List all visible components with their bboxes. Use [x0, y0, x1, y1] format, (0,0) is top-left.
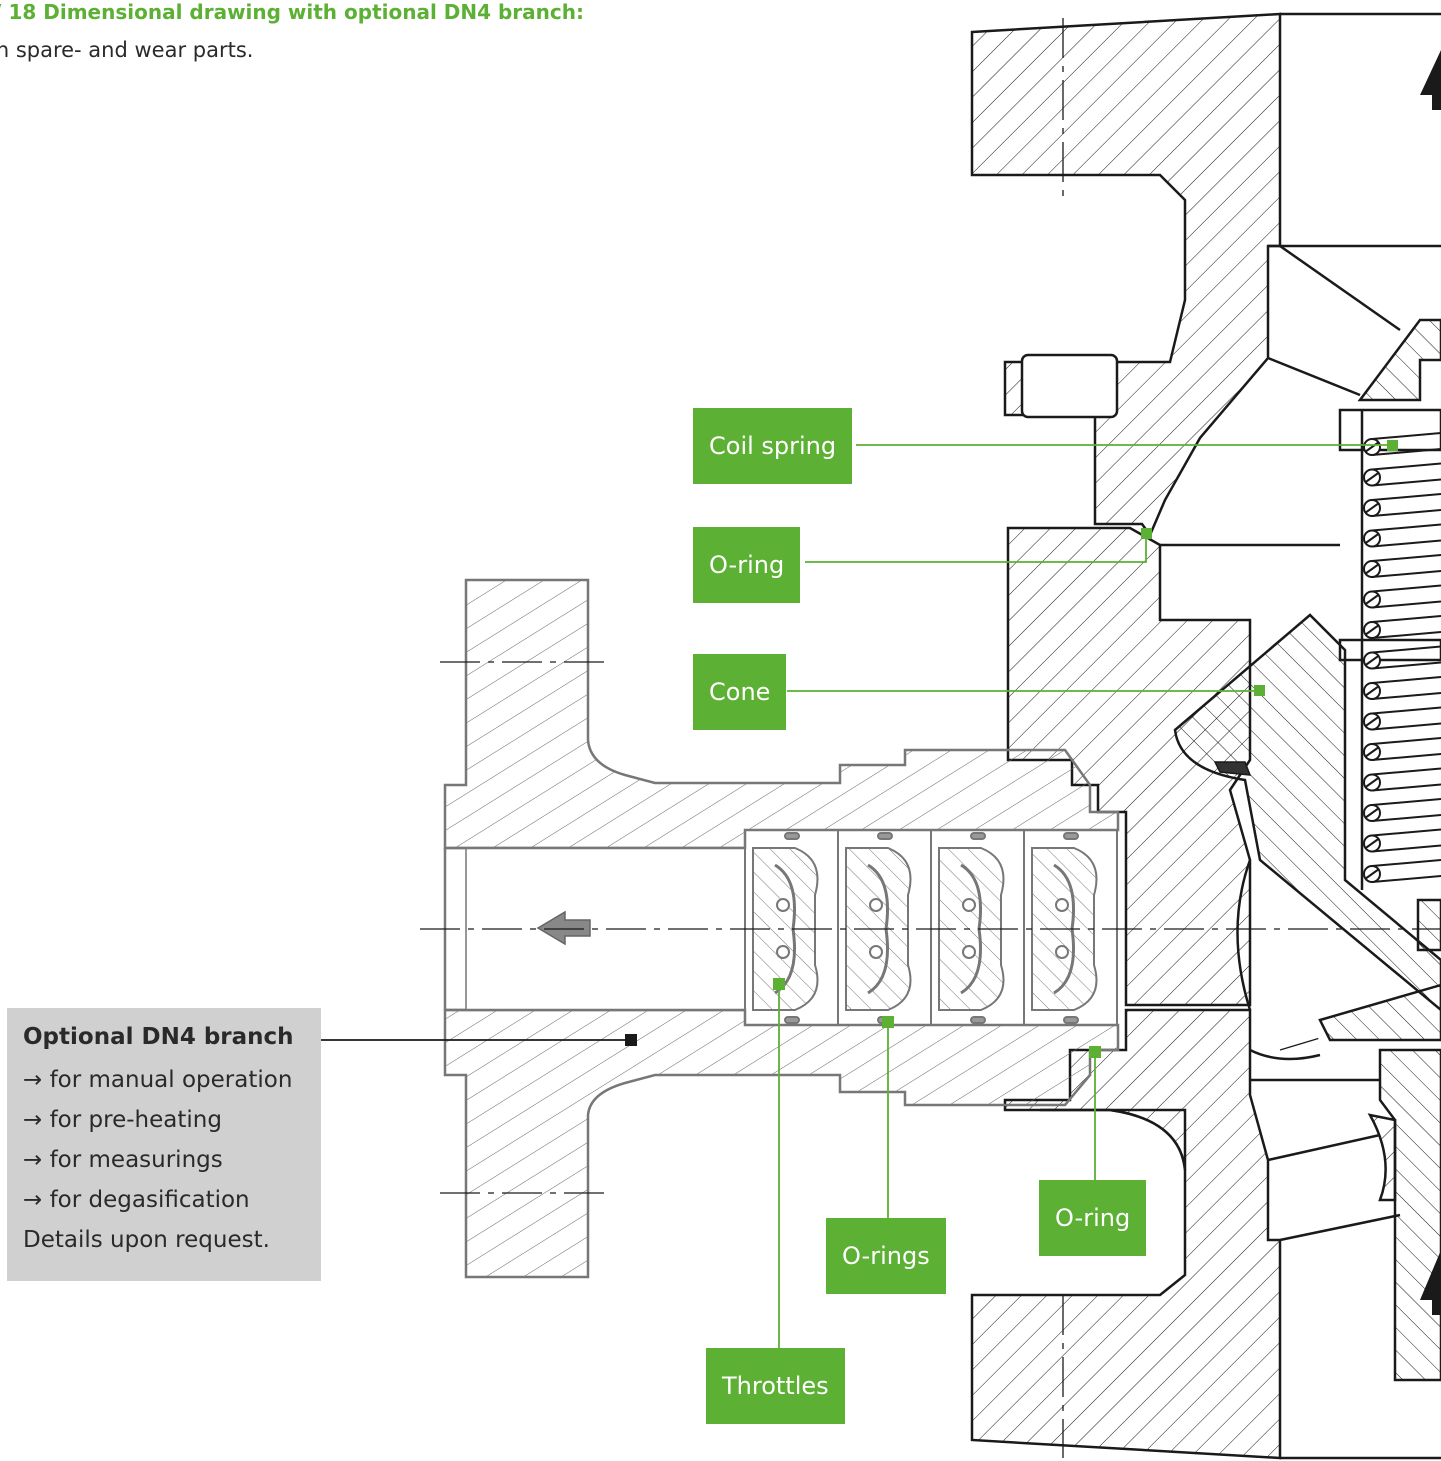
spring-wire-hatch — [1364, 654, 1380, 667]
throttle-o-ring — [970, 832, 986, 840]
dn4-info-box: Optional DN4 branch → for manual operati… — [7, 1008, 321, 1281]
leader-lines — [778, 444, 1392, 1348]
spring-wire-hatch — [1364, 807, 1380, 819]
throttle-bore — [776, 898, 790, 912]
label-o-ring-bottom: O-ring — [1039, 1180, 1147, 1256]
throttle-o-ring — [784, 1016, 800, 1024]
spring-coil — [1371, 554, 1441, 578]
spring-coil — [1371, 493, 1441, 517]
leader-markers — [773, 440, 1398, 1058]
left-arrow-icon — [536, 910, 591, 946]
info-item: → for manual operation — [23, 1067, 293, 1093]
throttle-bore — [1055, 898, 1069, 912]
throttle-o-ring — [970, 1016, 986, 1024]
throttle-bore — [869, 945, 883, 959]
coil-spring-graphic — [1360, 410, 1441, 890]
spring-wire-hatch — [1364, 776, 1380, 789]
throttle-bore — [1055, 945, 1069, 959]
spring-coil — [1371, 584, 1441, 609]
throttle-o-ring — [1063, 832, 1079, 840]
spring-coil — [1371, 767, 1441, 792]
spring-wire-hatch — [1364, 502, 1380, 514]
page-subtitle: in spare- and wear parts. — [0, 38, 254, 62]
spring-coil — [1371, 676, 1441, 700]
spring-coil — [1371, 828, 1441, 853]
spring-wire-hatch — [1364, 593, 1380, 606]
throttle-o-ring — [784, 832, 800, 840]
spring-wire-hatch — [1364, 837, 1380, 850]
throttle-bore — [869, 898, 883, 912]
throttle-o-ring — [877, 832, 893, 840]
spring-wire-hatch — [1364, 441, 1380, 453]
label-cone: Cone — [693, 654, 787, 730]
throttle-bore — [776, 945, 790, 959]
info-box-title: Optional DN4 branch — [23, 1024, 294, 1050]
center-lines — [420, 18, 1441, 1458]
throttle-cartridge — [1023, 829, 1118, 1026]
info-leader-marker — [625, 1034, 637, 1046]
spring-coil — [1371, 523, 1441, 548]
top-arrow — [1420, 50, 1441, 110]
spring-coil — [1371, 645, 1441, 670]
label-coil-spring: Coil spring — [693, 408, 853, 484]
throttle-cone — [938, 847, 1005, 1011]
spring-wire-hatch — [1364, 685, 1380, 697]
cavity-lines — [1160, 12, 1441, 1460]
spring-wire-hatch — [1364, 532, 1380, 545]
spring-coil — [1371, 706, 1441, 731]
throttle-cone — [752, 847, 819, 1011]
label-o-ring-top: O-ring — [693, 527, 801, 603]
spring-wire-hatch — [1364, 746, 1380, 758]
spring-coil — [1371, 798, 1441, 822]
spring-wire-hatch — [1364, 715, 1380, 728]
throttle-bore — [962, 945, 976, 959]
page-title: V 18 Dimensional drawing with optional D… — [0, 0, 584, 24]
cone-seal — [1213, 761, 1252, 776]
label-throttles: Throttles — [706, 1348, 845, 1424]
spring-coil — [1371, 737, 1441, 761]
throttle-stack — [744, 829, 1118, 1026]
spring-coil — [1371, 615, 1441, 639]
valve-cone — [1173, 613, 1441, 1012]
bonnet-block — [1020, 353, 1119, 419]
spring-wire-hatch — [1364, 471, 1380, 484]
spring-coil — [1371, 432, 1441, 456]
info-item: → for degasification — [23, 1187, 250, 1213]
spring-wire-hatch — [1364, 563, 1380, 575]
spring-wire-hatch — [1364, 624, 1380, 636]
info-item: → for pre-heating — [23, 1107, 222, 1133]
info-footer: Details upon request. — [23, 1227, 270, 1253]
spring-coil — [1371, 859, 1441, 883]
throttle-bore — [962, 898, 976, 912]
info-item: → for measurings — [23, 1147, 223, 1173]
throttle-o-ring — [1063, 1016, 1079, 1024]
spring-coil — [1371, 462, 1441, 487]
label-o-rings: O-rings — [826, 1218, 946, 1294]
spring-wire-hatch — [1364, 868, 1380, 880]
bottom-arrow — [1420, 1250, 1441, 1315]
